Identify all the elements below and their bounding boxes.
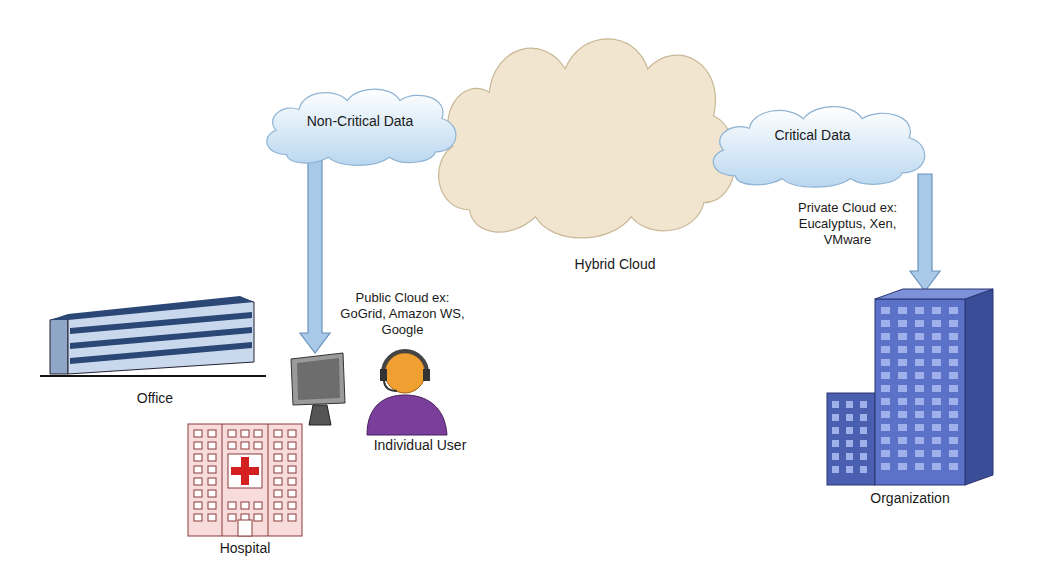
node-label: Hospital: [180, 540, 310, 556]
block-arrow: [300, 154, 330, 353]
organization-icon: [815, 285, 1005, 487]
node-label: Hybrid Cloud: [550, 256, 680, 272]
icon-node: Office: [40, 290, 270, 408]
cloud-shape: [420, 10, 750, 245]
node-label: Organization: [835, 490, 985, 506]
node-label: Individual User: [345, 437, 495, 453]
office-icon: [40, 290, 270, 382]
user-icon: [285, 345, 505, 437]
icon-node: Hospital: [170, 420, 320, 558]
cloud-type-note: Public Cloud ex: GoGrid, Amazon WS, Goog…: [335, 290, 470, 338]
node-label: Critical Data: [700, 127, 925, 143]
cloud-node: Critical Data: [700, 95, 935, 190]
hospital-icon: [170, 420, 320, 538]
cloud-node: Hybrid Cloud: [420, 10, 750, 282]
node-label: Non-Critical Data: [255, 113, 465, 129]
cloud-node: Non-Critical Data: [255, 78, 465, 168]
cloud-type-note: Private Cloud ex: Eucalyptus, Xen, VMwar…: [790, 200, 905, 248]
node-label: Office: [100, 390, 210, 406]
icon-node: Organization: [815, 285, 1005, 510]
icon-node: Individual User: [285, 345, 505, 455]
block-arrow: [910, 174, 940, 291]
